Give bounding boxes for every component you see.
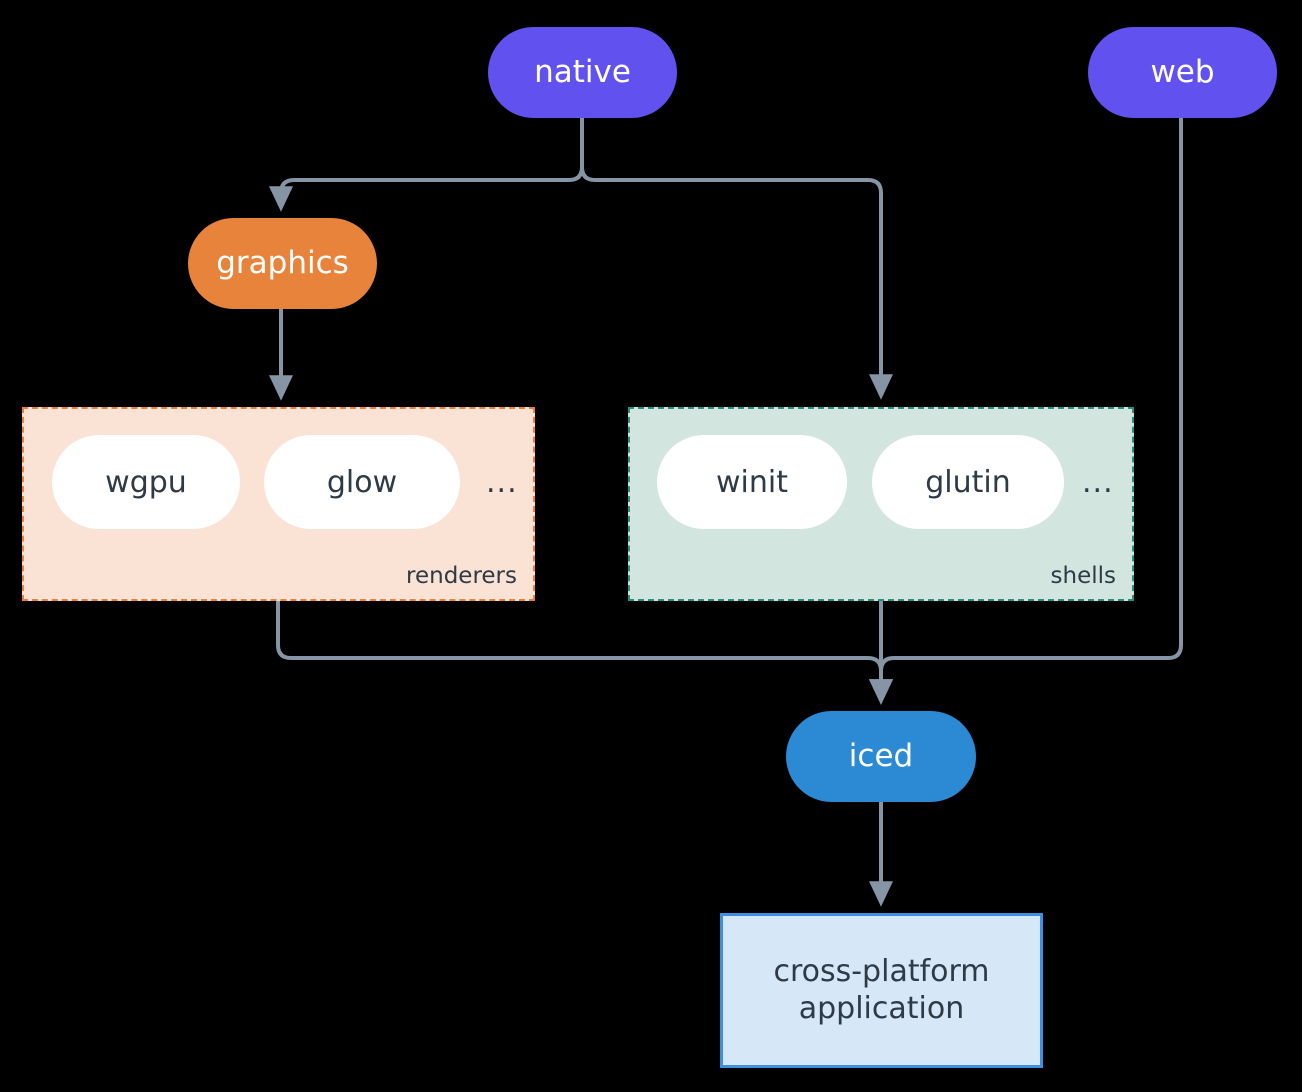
node-cross-platform-application[interactable]: cross-platform application: [720, 913, 1043, 1068]
cluster-renderers: wgpu glow ... renderers: [22, 407, 535, 601]
node-glow[interactable]: glow: [264, 435, 460, 529]
node-web[interactable]: web: [1088, 27, 1277, 118]
node-native-label: native: [534, 53, 631, 90]
node-winit-label: winit: [716, 464, 788, 500]
node-glutin-label: glutin: [925, 464, 1011, 500]
edge-native-to-graphics: [269, 118, 584, 212]
node-web-label: web: [1150, 53, 1215, 90]
node-native[interactable]: native: [488, 27, 677, 118]
cluster-shells-label: shells: [1050, 563, 1116, 589]
edge-renderers-to-iced: [276, 601, 894, 705]
renderers-ellipsis: ...: [486, 464, 518, 500]
cluster-shells: winit glutin ... shells: [628, 407, 1134, 601]
node-wgpu-label: wgpu: [105, 464, 187, 500]
node-glutin[interactable]: glutin: [872, 435, 1064, 529]
node-iced-label: iced: [848, 737, 914, 774]
node-wgpu[interactable]: wgpu: [52, 435, 240, 529]
node-glow-label: glow: [326, 464, 398, 500]
node-application-label-line1: cross-platform: [773, 953, 990, 989]
cluster-renderers-label: renderers: [406, 563, 517, 589]
node-winit[interactable]: winit: [657, 435, 847, 529]
node-application-label-line2: application: [798, 990, 965, 1026]
node-graphics[interactable]: graphics: [188, 218, 377, 309]
node-graphics-label: graphics: [216, 244, 349, 281]
edge-native-to-shells: [580, 118, 894, 400]
shells-ellipsis: ...: [1082, 464, 1114, 500]
node-iced[interactable]: iced: [786, 711, 976, 802]
